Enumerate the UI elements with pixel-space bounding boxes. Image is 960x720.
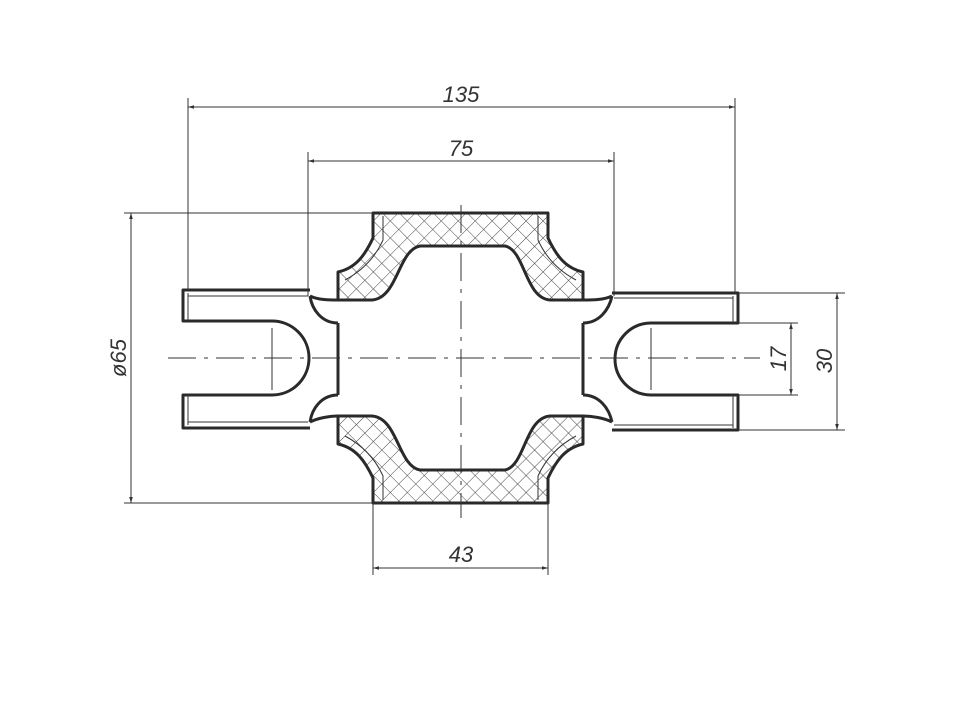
- center-body: [308, 294, 614, 424]
- dimension-body-length: 75: [307, 136, 615, 296]
- dimension-label-17: 17: [766, 346, 791, 371]
- dimension-slot-width: 17: [738, 322, 798, 396]
- left-fork: [181, 288, 311, 430]
- dimension-label-d65: ø65: [106, 338, 131, 377]
- dimension-fork-height: 30: [738, 292, 845, 431]
- rubber-bottom: [336, 414, 585, 505]
- dimension-overall-length: 135: [187, 82, 736, 293]
- rubber-top: [336, 211, 585, 302]
- dimension-label-75: 75: [449, 136, 474, 161]
- right-fork: [612, 291, 740, 432]
- dimension-rubber-width: 43: [372, 503, 549, 575]
- dimension-label-43: 43: [449, 542, 474, 567]
- dimension-outer-diameter: ø65: [106, 212, 373, 504]
- center-lines: [168, 205, 760, 518]
- dimension-label-135: 135: [443, 82, 480, 107]
- dimension-label-30: 30: [812, 348, 837, 373]
